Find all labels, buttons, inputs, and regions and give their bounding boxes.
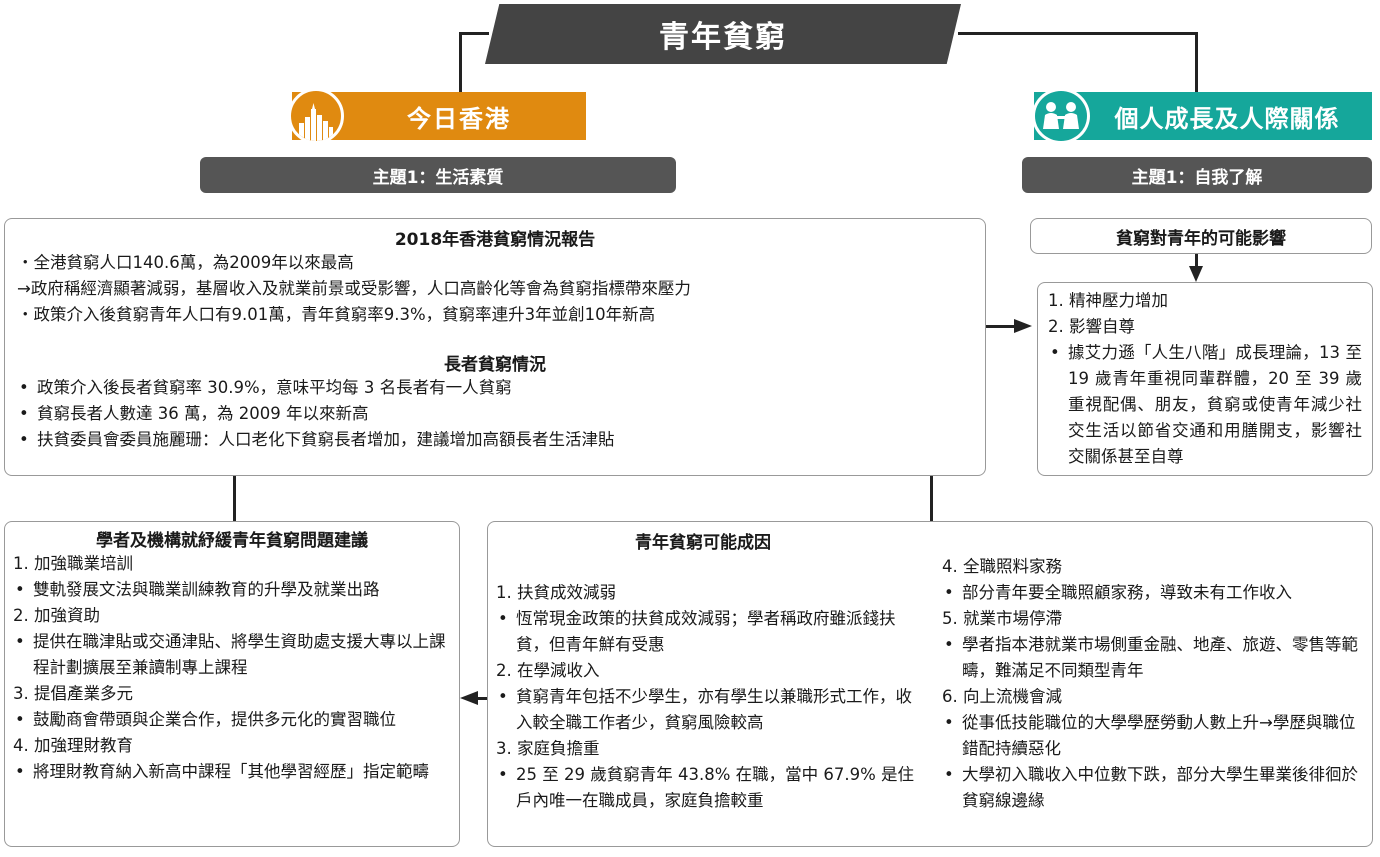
skyline-icon <box>288 88 344 144</box>
arrow-to-impact <box>1014 319 1032 333</box>
cause-bullet: 大學初入職收入中位數下跌，部分大學生畢業後徘徊於貧窮線邊緣 <box>942 762 1366 814</box>
report-box: 2018年香港貧窮情況報告 ・全港貧窮人口140.6萬，為2009年以來最高 →… <box>4 218 986 476</box>
suggestion-head: 4. 加強理財教育 <box>13 736 133 755</box>
cause-head: 1. 扶貧成效減弱 <box>496 583 616 602</box>
impact-title: 貧窮對青年的可能影響 <box>1116 228 1286 249</box>
arrow-impact-down <box>1189 266 1203 282</box>
report-line: ・全港貧窮人口140.6萬，為2009年以來最高 <box>17 253 354 272</box>
cause-bullet: 貧窮青年包括不少學生，亦有學生以兼職形式工作，收入較全職工作者少，貧窮風險較高 <box>496 684 924 736</box>
suggestions-box: 學者及機構就紓緩青年貧窮問題建議 1. 加強職業培訓 雙軌發展文法與職業訓練教育… <box>4 521 460 847</box>
cause-head: 2. 在學減收入 <box>496 661 600 680</box>
cause-bullet: 學者指本港就業市場側重金融、地產、旅遊、零售等範疇，難滿足不同類型青年 <box>942 632 1366 684</box>
cause-bullet: 恆常現金政策的扶貧成效減弱；學者稱政府雖派錢扶貧，但青年鮮有受惠 <box>496 606 924 658</box>
connector-impact-down <box>1195 254 1198 268</box>
impact-bullet: 據艾力遜「人生八階」成長理論，13 至 19 歲青年重視同輩群體，20 至 39… <box>1048 340 1362 470</box>
cause-bullet: 25 至 29 歲貧窮青年 43.8% 在職，當中 67.9% 是住戶內唯一在職… <box>496 762 924 814</box>
connector-report-causes <box>930 476 933 522</box>
connector-report-suggest <box>233 476 236 522</box>
connector-title-right <box>958 32 1198 35</box>
connector-title-left-down <box>459 32 462 94</box>
causes-title: 青年貧窮可能成因 <box>635 533 771 553</box>
suggestions-title: 學者及機構就紓緩青年貧窮問題建議 <box>96 531 368 551</box>
cause-head: 4. 全職照料家務 <box>942 557 1062 576</box>
topic-right: 主題1：自我了解 <box>1022 157 1372 193</box>
cause-head: 6. 向上流機會減 <box>942 687 1062 706</box>
causes-box: 青年貧窮可能成因 1. 扶貧成效減弱 恆常現金政策的扶貧成效減弱；學者稱政府雖派… <box>487 521 1373 847</box>
connector-title-left <box>459 32 489 35</box>
elderly-title: 長者貧窮情況 <box>444 355 546 375</box>
suggestion-head: 2. 加強資助 <box>13 606 100 625</box>
cause-bullet: 從事低技能職位的大學學歷勞動人數上升→學歷與職位錯配持續惡化 <box>942 710 1366 762</box>
report-title: 2018年香港貧窮情況報告 <box>394 230 596 250</box>
suggestion-bullet: 將理財教育納入新高中課程「其他學習經歷」指定範疇 <box>13 759 451 785</box>
category-personal-growth: 個人成長及人際關係 <box>1034 92 1372 140</box>
connector-causes-suggest <box>476 697 488 700</box>
suggestion-bullet: 鼓勵商會帶頭與企業合作，提供多元化的實習職位 <box>13 707 451 733</box>
causes-right-column: 4. 全職照料家務 部分青年要全職照顧家務，導致未有工作收入 5. 就業市場停滯… <box>942 554 1366 814</box>
suggestion-head: 3. 提倡產業多元 <box>13 684 133 703</box>
impact-box: 1. 精神壓力增加 2. 影響自尊 據艾力遜「人生八階」成長理論，13 至 19… <box>1037 282 1373 476</box>
main-title: 青年貧窮 <box>485 4 961 64</box>
elderly-item: 扶貧委員會委員施麗珊：人口老化下貧窮長者增加，建議增加高額長者生活津貼 <box>17 427 973 453</box>
cause-head: 5. 就業市場停滯 <box>942 609 1062 628</box>
cause-bullet: 部分青年要全職照顧家務，導致未有工作收入 <box>942 580 1366 606</box>
suggestion-head: 1. 加強職業培訓 <box>13 554 133 573</box>
elderly-item: 政策介入後長者貧窮率 30.9%，意味平均每 3 名長者有一人貧窮 <box>17 375 973 401</box>
impact-title-box: 貧窮對青年的可能影響 <box>1030 218 1372 254</box>
cause-head: 3. 家庭負擔重 <box>496 739 600 758</box>
people-icon <box>1032 88 1090 144</box>
category-label: 今日香港 <box>407 104 511 133</box>
impact-item: 1. 精神壓力增加 <box>1048 291 1168 310</box>
topic-left: 主題1：生活素質 <box>200 157 676 193</box>
arrow-to-suggestions <box>460 691 478 705</box>
suggestion-bullet: 雙軌發展文法與職業訓練教育的升學及就業出路 <box>13 577 451 603</box>
category-label: 個人成長及人際關係 <box>1114 104 1340 133</box>
report-line: →政府稱經濟顯著減弱，基層收入及就業前景或受影響，人口高齡化等會為貧窮指標帶來壓… <box>17 279 691 298</box>
causes-left-column: 1. 扶貧成效減弱 恆常現金政策的扶貧成效減弱；學者稱政府雖派錢扶貧，但青年鮮有… <box>496 580 924 814</box>
impact-item: 2. 影響自尊 <box>1048 317 1135 336</box>
suggestion-bullet: 提供在職津貼或交通津貼、將學生資助處支援大專以上課程計劃擴展至兼讀制專上課程 <box>13 629 451 681</box>
elderly-item: 貧窮長者人數達 36 萬，為 2009 年以來新高 <box>17 401 973 427</box>
connector-title-right-down <box>1195 32 1198 94</box>
report-line: ・政策介入後貧窮青年人口有9.01萬，青年貧窮率9.3%，貧窮率連升3年並創10… <box>17 305 656 324</box>
connector-report-impact <box>986 325 1016 328</box>
